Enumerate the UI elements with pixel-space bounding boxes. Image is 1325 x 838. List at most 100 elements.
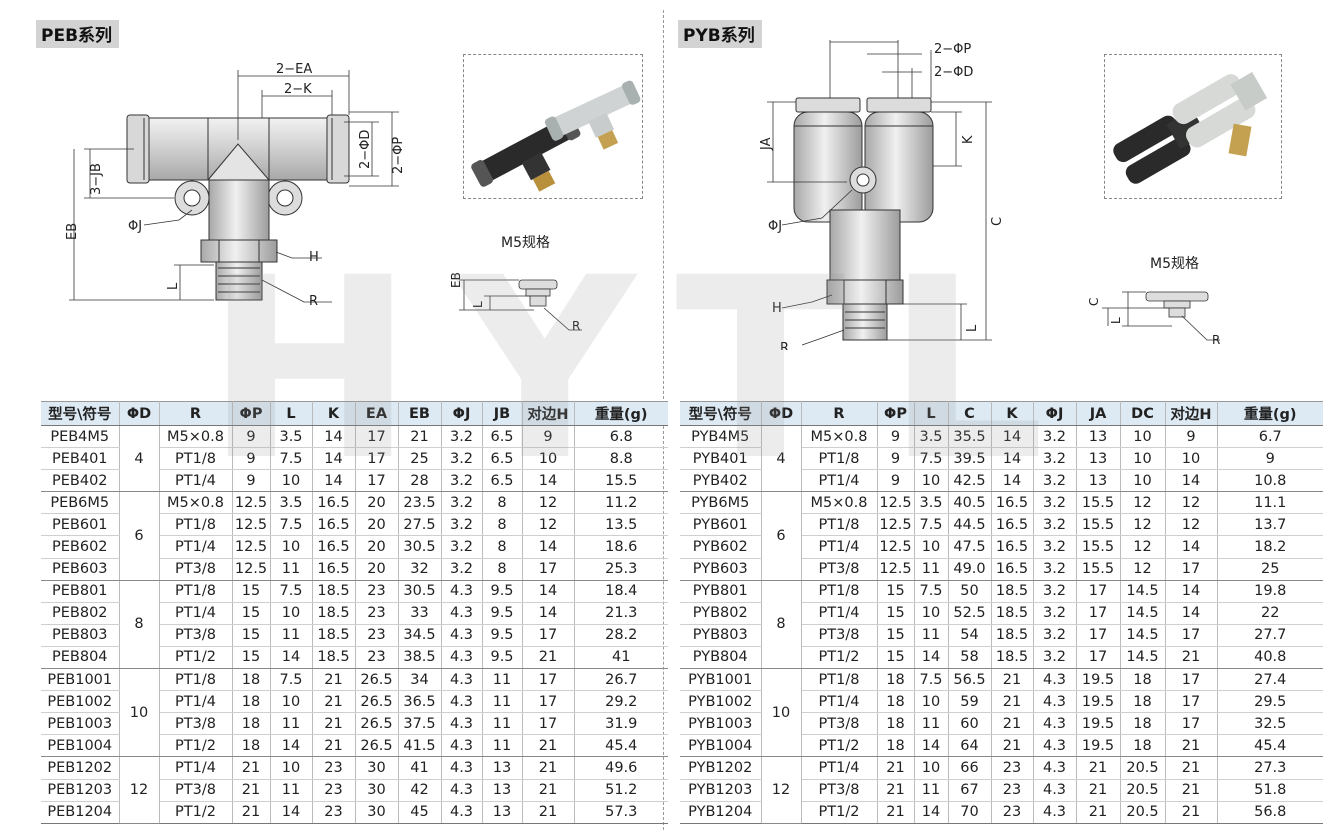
- spec-cell: 10: [270, 690, 313, 714]
- spec-cell: 18.5: [991, 646, 1034, 670]
- spec-cell: 7.5: [270, 668, 313, 692]
- spec-cell: 18: [877, 712, 915, 736]
- spec-cell: 18: [877, 734, 915, 758]
- spec-cell: 17: [1165, 668, 1218, 692]
- spec-cell: 7.5: [270, 513, 313, 537]
- spec-cell: 4.3: [1033, 779, 1077, 802]
- spec-cell: 16.5: [991, 513, 1034, 537]
- spec-cell: 12.5: [877, 535, 915, 559]
- spec-cell: 66: [948, 756, 992, 780]
- spec-cell: 27.5: [398, 513, 442, 537]
- spec-cell: 3.2: [1033, 491, 1077, 515]
- spec-cell: 23: [312, 756, 356, 780]
- spec-cell: 9: [877, 469, 915, 493]
- spec-cell: 12.5: [877, 513, 915, 537]
- peb-col-header: ΦD: [119, 401, 160, 426]
- peb-col-header: 对边H: [522, 401, 575, 426]
- model-cell: PYB1001: [680, 668, 762, 692]
- spec-cell: 3.2: [1033, 513, 1077, 537]
- peb-dim-jb: 3−JB: [89, 163, 104, 195]
- spec-cell: 18.2: [1217, 535, 1323, 559]
- peb-col-header: K: [312, 401, 356, 426]
- spec-cell: 31.9: [574, 712, 668, 736]
- spec-cell: M5×0.8: [159, 491, 233, 515]
- spec-cell: 47.5: [948, 535, 992, 559]
- spec-cell: 26.7: [574, 668, 668, 692]
- pyb-dim-c: C: [990, 217, 1005, 226]
- pyb-col-header: 型号\符号: [680, 401, 762, 426]
- pyb-dim-d: 2−ΦD: [934, 65, 973, 80]
- spec-cell: 21: [312, 668, 356, 692]
- spec-cell: 41: [398, 756, 442, 780]
- spec-cell: 4.3: [1033, 801, 1077, 824]
- spec-cell: 16.5: [991, 535, 1034, 559]
- peb-dim-h: H: [309, 250, 319, 265]
- peb-col-header: 型号\符号: [41, 401, 120, 426]
- spec-cell: 14: [270, 646, 313, 670]
- peb-dim-p: 2−ΦP: [391, 137, 406, 174]
- spec-cell: 14: [270, 734, 313, 758]
- spec-cell: 10: [522, 447, 575, 471]
- spec-cell: 11: [270, 558, 313, 581]
- spec-cell: 15: [232, 646, 271, 670]
- spec-cell: 9.5: [482, 580, 523, 603]
- peb-dim-eb: EB: [65, 223, 80, 240]
- spec-cell: 4.3: [441, 756, 483, 780]
- peb-col-header: EA: [355, 401, 399, 426]
- spec-cell: 4.3: [441, 712, 483, 736]
- model-cell: PEB803: [41, 624, 120, 647]
- spec-cell: 49.0: [948, 558, 992, 581]
- model-cell: PYB1002: [680, 690, 762, 714]
- spec-cell: 12.5: [232, 513, 271, 537]
- spec-cell: 59: [948, 690, 992, 714]
- spec-cell: 10: [1120, 425, 1166, 449]
- spec-cell: 26.5: [355, 690, 399, 714]
- peb-panel: PEB系列: [14, 0, 668, 838]
- peb-dim-d: 2−ΦD: [358, 130, 373, 169]
- peb-m5-dim-eb: EB: [449, 272, 463, 288]
- spec-cell: 11: [482, 668, 523, 692]
- spec-cell: M5×0.8: [801, 425, 878, 449]
- spec-cell: 10: [914, 690, 949, 714]
- spec-cell: 3.2: [441, 513, 483, 537]
- pyb-series-title: PYB系列: [678, 20, 762, 48]
- spec-cell: 33: [398, 602, 442, 625]
- peb-dim-k: 2−K: [284, 82, 312, 97]
- pyb-m5-label: M5规格: [1150, 256, 1199, 272]
- pyb-col-header: C: [948, 401, 992, 426]
- spec-cell: 4.3: [1033, 668, 1077, 692]
- spec-cell: 26.5: [355, 734, 399, 758]
- spec-cell: 4.3: [441, 624, 483, 647]
- spec-cell: PT1/4: [159, 469, 233, 493]
- spec-cell: 17: [1165, 624, 1218, 647]
- model-cell: PYB1004: [680, 734, 762, 758]
- spec-cell: 51.2: [574, 779, 668, 802]
- spec-cell: 18: [1120, 690, 1166, 714]
- spec-cell: 14.5: [1120, 646, 1166, 670]
- peb-m5-label: M5规格: [501, 235, 550, 251]
- spec-cell: 12: [1120, 535, 1166, 559]
- spec-cell: 9: [232, 425, 271, 449]
- spec-cell: 21: [991, 734, 1034, 758]
- spec-cell: 21: [522, 801, 575, 824]
- spec-cell: 21: [398, 425, 442, 449]
- spec-cell: 12: [522, 491, 575, 515]
- spec-cell: 7.5: [914, 580, 949, 603]
- spec-cell: PT1/8: [159, 513, 233, 537]
- spec-cell: 34: [398, 668, 442, 692]
- spec-cell: 14: [914, 646, 949, 670]
- spec-cell: 11: [482, 690, 523, 714]
- spec-cell: 14: [1165, 469, 1218, 493]
- spec-cell: 3.2: [441, 425, 483, 449]
- spec-cell: 15.5: [1076, 513, 1121, 537]
- spec-cell: 11.1: [1217, 491, 1323, 515]
- spec-cell: 21: [232, 779, 271, 802]
- spec-cell: 18.5: [312, 646, 356, 670]
- peb-series-title: PEB系列: [36, 20, 120, 48]
